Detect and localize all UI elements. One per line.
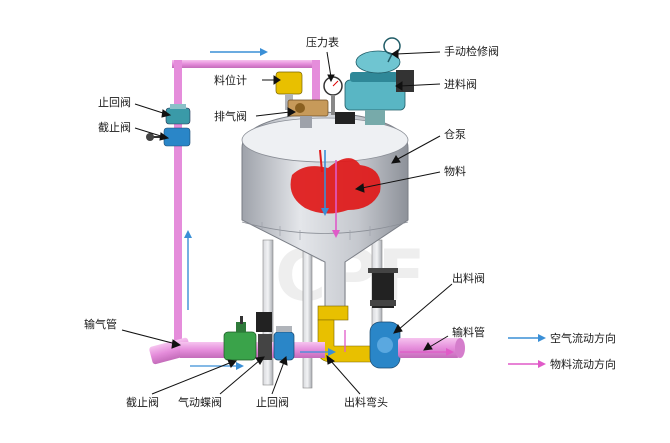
exhaust-valve [287,99,329,128]
vertical-air-arrow [184,230,192,310]
legend-material-arrow-head [538,360,546,368]
check-valve-bottom [273,326,295,361]
label-manual-valve: 手动检修阀 [444,44,499,58]
internal-flow-arrows [321,150,340,238]
label-discharge-valve: 出料阀 [452,271,485,285]
label-pressure-gauge: 压力表 [306,35,339,49]
manual-valve [355,37,401,74]
label-air-pipe: 输气管 [84,317,117,331]
label-material: 物料 [444,164,466,178]
label-pneumatic-butterfly-valve: 气动蝶阀 [178,395,222,409]
label-level-meter: 料位计 [214,73,247,87]
check-valve-top [165,104,191,125]
feed-valve [344,70,414,125]
label-discharge-elbow: 出料弯头 [344,395,388,409]
legend: 空气流动方向 物料流动方向 [508,331,616,371]
legend-material-flow: 物料流动方向 [550,357,616,371]
label-conveying-pipe: 输料管 [452,325,485,339]
stop-valve-top [146,127,191,147]
stop-valve-bottom [223,316,257,361]
label-stop-valve-bottom: 截止阀 [126,395,159,409]
callout-lines [121,49,453,395]
legend-air-flow: 空气流动方向 [550,331,616,345]
pneumatic-butterfly-valve [256,312,272,360]
top-fitting [335,112,355,124]
label-check-valve-top: 止回阀 [98,95,131,109]
label-feed-valve: 进料阀 [444,77,477,91]
label-exhaust-valve: 排气阀 [214,109,247,123]
discharge-valve [368,268,401,369]
label-check-valve-bottom: 止回阀 [256,395,289,409]
label-tank-pump: 仓泵 [444,127,466,141]
legend-air-arrow-head [538,334,546,342]
label-stop-valve-top: 截止阀 [98,120,131,134]
bottom-flow-arrows [190,330,454,370]
top-air-arrow [210,48,268,56]
